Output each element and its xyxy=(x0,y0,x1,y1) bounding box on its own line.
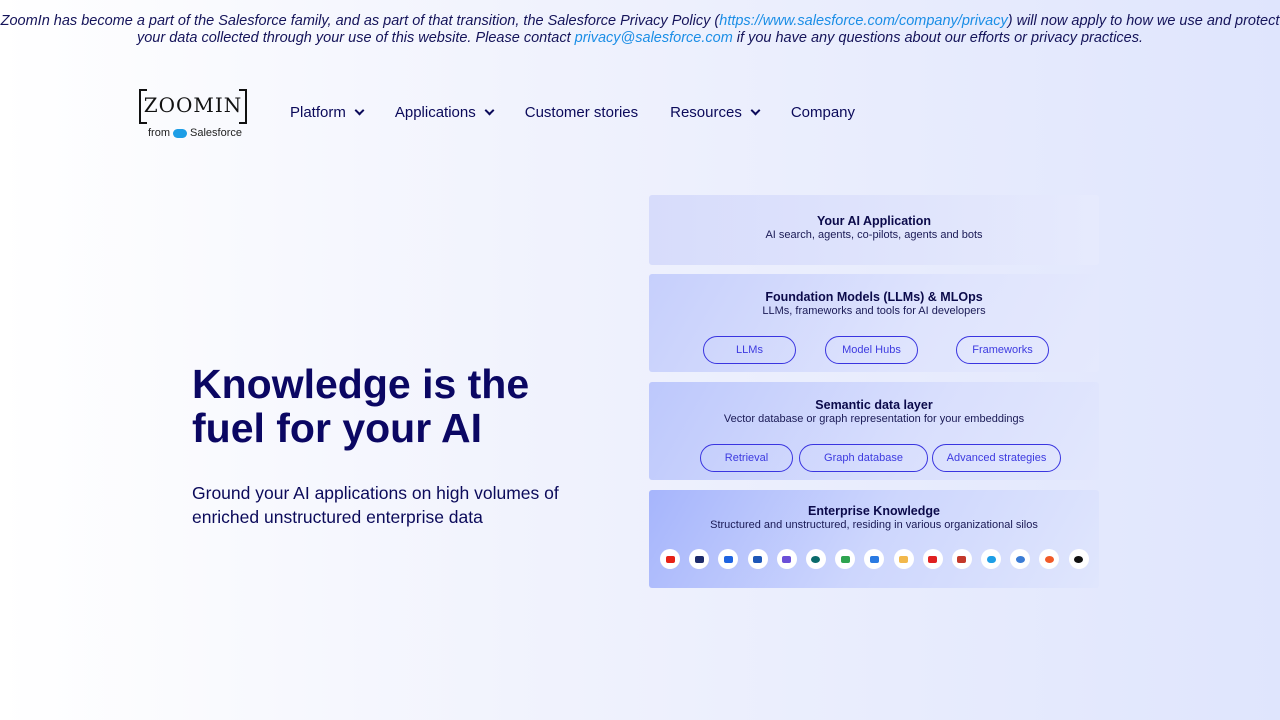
hero-subtitle: Ground your AI applications on high volu… xyxy=(192,483,559,527)
google-drive-icon xyxy=(835,549,856,569)
logo-wordmark: ZOOMIN xyxy=(139,89,247,124)
privacy-email-link[interactable]: privacy@salesforce.com xyxy=(574,30,733,46)
privacy-policy-link[interactable]: https://www.salesforce.com/company/priva… xyxy=(719,13,1008,29)
pill-model-hubs: Model Hubs xyxy=(825,336,918,364)
logo-tagline: from Salesforce xyxy=(148,127,242,139)
link-icon xyxy=(893,549,914,569)
salesforce-cloud-icon xyxy=(173,128,187,138)
layer-ai-application: Your AI Application AI search, agents, c… xyxy=(649,195,1099,265)
document-icon xyxy=(776,549,797,569)
chevron-down-icon xyxy=(354,105,365,116)
gear-db-icon xyxy=(1010,549,1031,569)
word-icon xyxy=(747,549,768,569)
pill-retrieval: Retrieval xyxy=(700,444,793,472)
nav-resources[interactable]: Resources xyxy=(670,104,761,121)
jira-icon xyxy=(864,549,885,569)
youtube-icon xyxy=(660,549,680,569)
openai-icon xyxy=(1068,549,1089,569)
network-icon xyxy=(689,549,710,569)
adobe-icon xyxy=(922,549,943,569)
hero-title: Knowledge is the fuel for your AI xyxy=(192,361,530,451)
source-icons xyxy=(660,549,1089,569)
nav-company[interactable]: Company xyxy=(790,104,856,121)
zoomin-logo[interactable]: ZOOMIN from Salesforce xyxy=(139,89,249,139)
office-icon xyxy=(951,549,972,569)
main-nav: Platform Applications Customer stories R… xyxy=(290,104,855,121)
pill-advanced-strategies: Advanced strategies xyxy=(932,444,1061,472)
privacy-notice: ZoomIn has become a part of the Salesfor… xyxy=(0,13,1280,46)
pill-frameworks: Frameworks xyxy=(956,336,1049,364)
chevron-down-icon xyxy=(484,105,495,116)
sharepoint-icon xyxy=(805,549,826,569)
salesforce-icon xyxy=(981,549,1002,569)
nav-customer-stories[interactable]: Customer stories xyxy=(524,104,639,121)
pill-graph-database: Graph database xyxy=(799,444,928,472)
confluence-icon xyxy=(718,549,739,569)
layer-semantic-data: Semantic data layer Vector database or g… xyxy=(649,382,1099,480)
chevron-down-icon xyxy=(750,105,761,116)
pill-llms: LLMs xyxy=(703,336,796,364)
nav-platform[interactable]: Platform xyxy=(290,104,365,121)
nav-applications[interactable]: Applications xyxy=(395,104,495,121)
layer-foundation-models: Foundation Models (LLMs) & MLOps LLMs, f… xyxy=(649,274,1099,372)
layer-enterprise-knowledge: Enterprise Knowledge Structured and unst… xyxy=(649,490,1099,588)
starburst-icon xyxy=(1039,549,1060,569)
